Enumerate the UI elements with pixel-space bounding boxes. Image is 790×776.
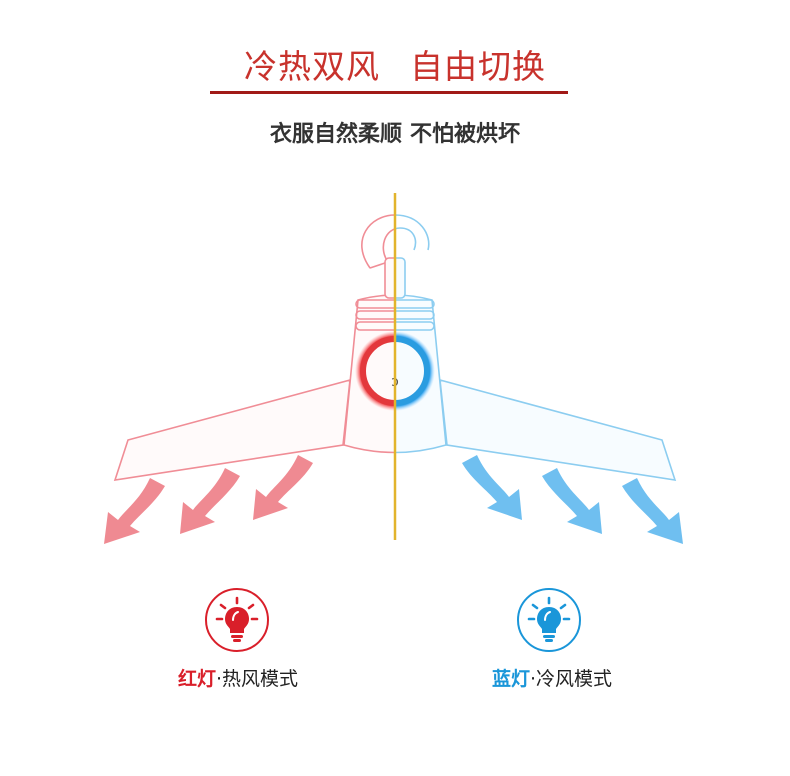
- indicator-ring-cool: [395, 321, 445, 421]
- hanger-arm-left: [113, 378, 351, 481]
- hanger-warm-half: [113, 214, 395, 481]
- headline-left: 冷热双风: [244, 47, 380, 86]
- cool-mode-text: ·冷风模式: [529, 668, 613, 690]
- bulb-icon: [527, 596, 571, 642]
- cool-mode-badge: [517, 588, 581, 652]
- warm-mode-label: 红灯·热风模式: [138, 664, 338, 691]
- hanger-cool-half: [395, 214, 677, 481]
- warm-arrow: [180, 468, 240, 534]
- bulb-icon: [215, 596, 259, 642]
- cool-mode-label: 蓝灯·冷风模式: [452, 664, 652, 691]
- warm-mode-text: ·热风模式: [215, 668, 299, 690]
- subheadline: 衣服自然柔顺不怕被烘坏: [0, 116, 790, 148]
- warm-mode-badge: [205, 588, 269, 652]
- cool-mode-light: 蓝灯: [491, 668, 530, 690]
- warm-arrow: [253, 455, 313, 520]
- cool-arrow: [462, 455, 522, 520]
- hanger-neck: [384, 257, 395, 299]
- headline-underline: [210, 91, 568, 94]
- vent-slots-warm: [355, 299, 395, 331]
- headline-right: 自由切换: [410, 47, 546, 86]
- indicator-ring-warm: [345, 321, 395, 421]
- subheadline-right: 不怕被烘坏: [410, 122, 521, 147]
- warm-mode-light: 红灯: [177, 668, 216, 690]
- vent-slots-cool: [395, 299, 435, 331]
- cool-arrow: [622, 478, 683, 544]
- warm-arrow: [104, 478, 165, 544]
- cool-arrow: [542, 468, 602, 534]
- headline: 冷热双风自由切换: [0, 40, 790, 88]
- subheadline-left: 衣服自然柔顺: [269, 122, 402, 147]
- warm-airflow-arrows: [104, 455, 313, 544]
- cool-airflow-arrows: [462, 455, 683, 544]
